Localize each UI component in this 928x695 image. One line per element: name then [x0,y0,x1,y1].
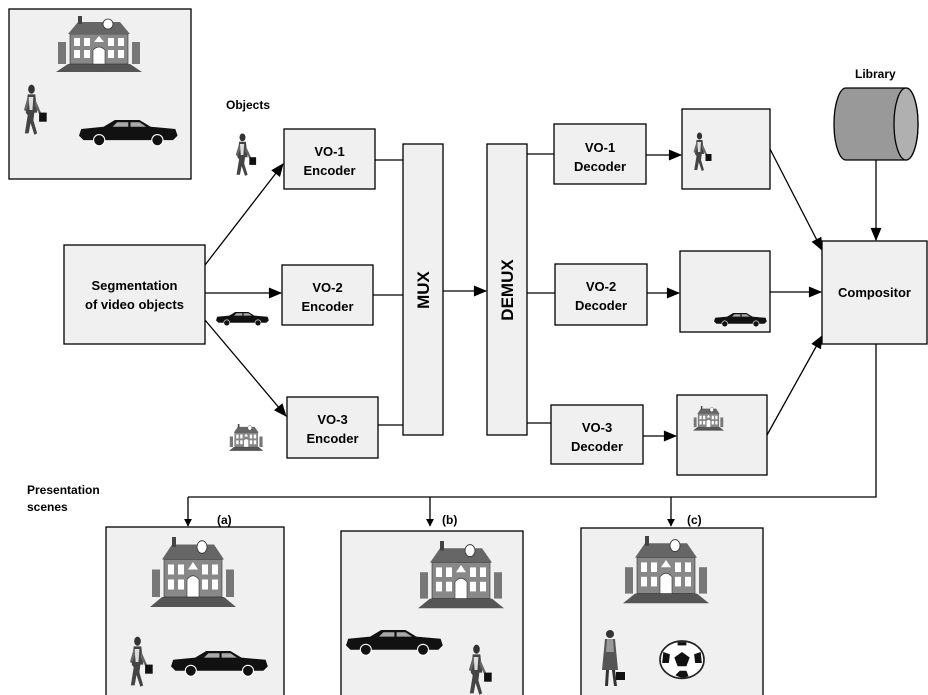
car-icon [215,311,270,327]
soccer-ball-icon [659,640,705,680]
library-cylinder-icon [833,87,919,161]
arrow-out1-to-compositor [769,148,823,251]
demux-label: DEMUX [498,259,517,321]
segmentation-label-line2: of video objects [85,297,184,312]
scene-c-label: (c) [687,513,702,527]
arrow-seg-to-enc3 [204,319,287,417]
vo1-decoder-line1: VO-1 [585,140,615,155]
library-label: Library [855,67,896,81]
vo2-encoder-box: VO-2 Encoder [281,264,374,326]
compositor-label: Compositor [838,285,911,300]
presentation-label-line1: Presentation [27,483,100,497]
presentation-label-line2: scenes [27,500,68,514]
vo2-decoder-line2: Decoder [575,298,627,313]
vo2-encoder-line1: VO-2 [312,280,342,295]
segmentation-label-line1: Segmentation [92,278,178,293]
vo2-decoder-box: VO-2 Decoder [554,263,648,326]
original-scene-box [8,8,192,180]
demux-box: DEMUX [486,143,528,436]
vo1-encoder-line1: VO-1 [314,144,344,159]
segmentation-box: Segmentation of video objects [63,244,206,345]
house-icon [228,423,264,452]
walking-man-icon [235,133,257,176]
vo1-decoder-box: VO-1 Decoder [553,123,647,185]
scene-c-box [580,527,764,695]
vo1-encoder-box: VO-1 Encoder [283,128,376,190]
scene-b-box [340,530,524,695]
distribution-line [188,344,877,498]
vo2-encoder-line2: Encoder [301,299,353,314]
mux-label: MUX [414,270,433,308]
arrow-seg-to-enc1 [204,163,284,266]
decoded-vo1-box [681,108,771,190]
vo3-encoder-line2: Encoder [306,431,358,446]
objects-label: Objects [226,98,270,112]
arrow-out3-to-compositor [766,335,823,436]
vo3-decoder-box: VO-3 Decoder [550,404,644,465]
vo2-decoder-line1: VO-2 [586,279,616,294]
vo3-encoder-line1: VO-3 [317,412,347,427]
mux-box: MUX [402,143,444,436]
scene-b-label: (b) [442,513,457,527]
scene-a-box [105,526,285,695]
vo1-encoder-line2: Encoder [303,163,355,178]
decoded-vo3-box [676,394,768,476]
vo3-decoder-line1: VO-3 [582,420,612,435]
scene-a-label: (a) [217,513,232,527]
vo1-decoder-line2: Decoder [574,159,626,174]
compositor-box: Compositor [821,240,928,345]
vo3-encoder-box: VO-3 Encoder [286,396,379,459]
vo3-decoder-line2: Decoder [571,439,623,454]
decoded-vo2-box [679,250,771,333]
